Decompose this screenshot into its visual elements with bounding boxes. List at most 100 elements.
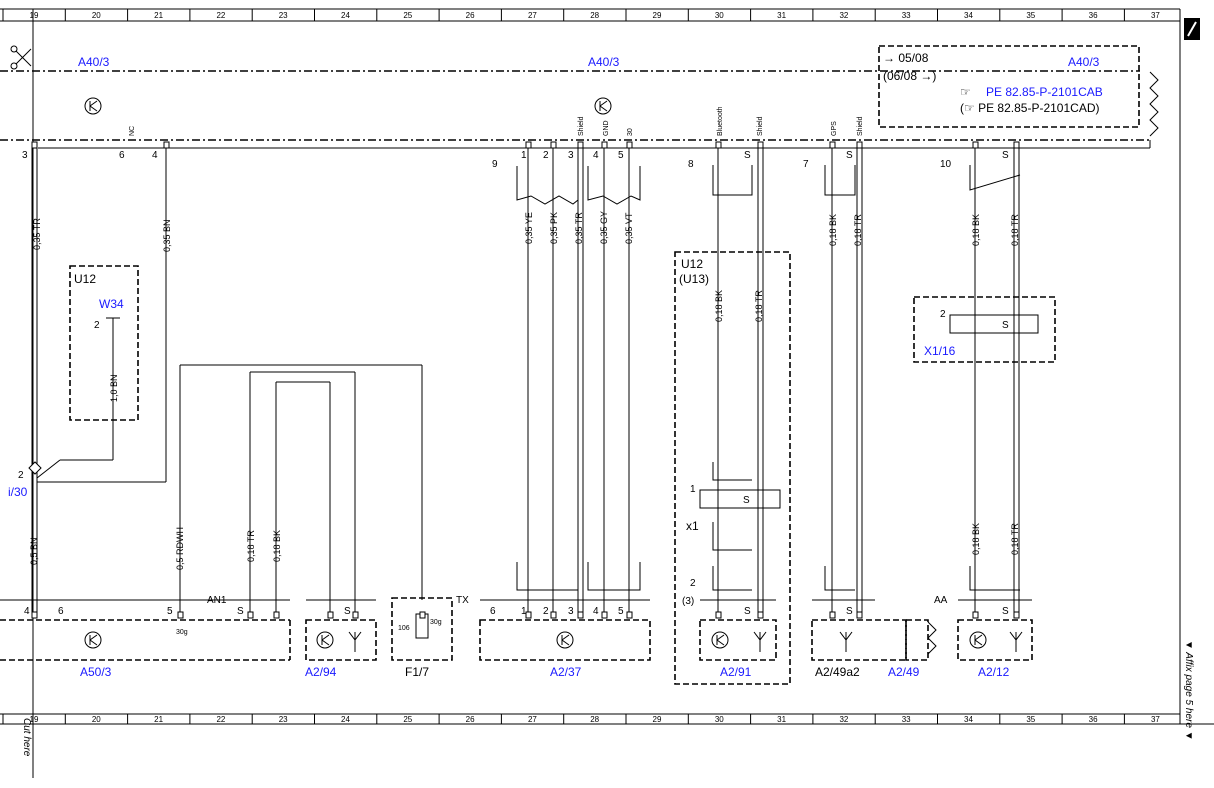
connector-pin [273,611,280,619]
f17-box [391,597,453,661]
w34-label: W34 [99,297,124,311]
antenna-icon [753,631,767,652]
transistor-icon [556,631,574,649]
pin-3b: 3 [568,150,574,161]
pencil-icon [1184,18,1200,40]
pin-5: 5 [618,150,624,161]
shield-s-3: S [1002,150,1009,161]
connector-pin [525,141,532,149]
grid-column-number: 26 [466,715,475,724]
pin-tag-gps: GPS [831,121,838,136]
connector-pin [177,611,184,619]
x116-label: X1/16 [924,344,956,358]
wire-label: 0,35 YE [524,212,534,244]
connector-pin [1013,611,1020,619]
grid-column-number: 30 [715,715,724,724]
module-a40-center: A40/3 [588,55,620,69]
connector-pin [1013,141,1020,149]
grid-column-number: 21 [154,715,163,724]
connector-pin [972,611,979,619]
connector-8: 8 [688,159,694,170]
wire-label: 0,18 TR [1010,214,1020,246]
connector-10: 10 [940,159,952,170]
grid-column-number: 20 [92,11,101,20]
a50-pin-5: 5 [167,606,173,617]
wire-label: 0,5 BN [29,537,39,565]
fuse-30g: 30g [430,619,442,626]
a237-box [479,619,651,661]
connector-pin [352,611,359,619]
grid-column-number: 27 [528,11,537,20]
u12-title: U12 [681,257,703,271]
grid-column-number: 24 [341,11,350,20]
pin-4b: 4 [593,150,599,161]
hand-pointer-icon: ☞ [960,85,971,99]
wire-label: 0,5 RDWH [175,527,185,570]
grid-column-number: 36 [1089,11,1098,20]
a291-s: S [744,606,751,617]
grid-column-number: 19 [30,11,39,20]
wire-label: 0,18 BK [714,290,724,322]
wire-label: 0,35 TR [574,212,584,244]
splice-pin: 2 [18,470,24,481]
shield-s-2: S [846,150,853,161]
pin-tag-bluetooth: Bluetooth [717,106,724,136]
grid-column-number: 25 [403,11,412,20]
pin-6: 6 [119,150,125,161]
label-a50-3: A50/3 [80,665,112,679]
grid-column-number: 21 [154,11,163,20]
x1-connector-top [699,489,781,509]
grid-column-number: 28 [590,11,599,20]
wire-label: 0,18 TR [246,530,256,562]
version-box [878,45,1140,128]
grid-column-number: 31 [777,11,786,20]
wire-label: 0,35 BN [162,219,172,252]
fuse-106: 106 [398,625,410,632]
x116-s: S [1002,320,1009,331]
pin-tag-shield2: Shield [757,116,764,136]
a50-30g: 30g [176,629,188,636]
connector-pin [829,611,836,619]
x1-pin-2: 2 [690,578,696,589]
a212-s: S [1002,606,1009,617]
break-mark [927,621,937,655]
wire-label: 0,18 BK [828,214,838,246]
splice-label: i/30 [8,485,28,499]
shield-s-1: S [744,150,751,161]
module-a40-left: A40/3 [78,55,110,69]
transistor-icon [711,631,729,649]
aa-label: AA [934,595,948,606]
wire-label: 0,18 TR [853,214,863,246]
connector-pin [757,141,764,149]
transistor-icon [316,631,334,649]
wire-label: 0,35 VT [624,212,634,244]
reference-link-1[interactable]: PE 82.85-P-2101CAB [986,85,1103,99]
antenna-icon [348,631,362,652]
wire-label: 1,0 BN [109,374,119,402]
module-a40-right: A40/3 [1068,55,1100,69]
a291-box [699,619,777,661]
connector-pin [856,611,863,619]
label-a2-37: A2/37 [550,665,582,679]
wire-label: 0,18 TR [1010,523,1020,555]
grid-column-number: 37 [1151,11,1160,20]
connector-pin [525,611,532,619]
connector-pin [715,611,722,619]
connector-pin [419,611,426,619]
connector-pin [601,141,608,149]
grid-column-number: 22 [216,11,225,20]
grid-ruler-top [0,8,1180,22]
grid-column-number: 24 [341,715,350,724]
connector-pin [31,141,38,149]
label-a2-91: A2/91 [720,665,752,679]
grid-column-number: 25 [403,715,412,724]
x1-pin-3: (3) [682,596,694,607]
a50-pin-6: 6 [58,606,64,617]
label-a2-49: A2/49 [888,665,920,679]
grid-column-number: 33 [902,715,911,724]
grid-column-number: 20 [92,715,101,724]
connector-pin [601,611,608,619]
transistor-icon [594,97,612,115]
antenna-icon [839,631,853,652]
